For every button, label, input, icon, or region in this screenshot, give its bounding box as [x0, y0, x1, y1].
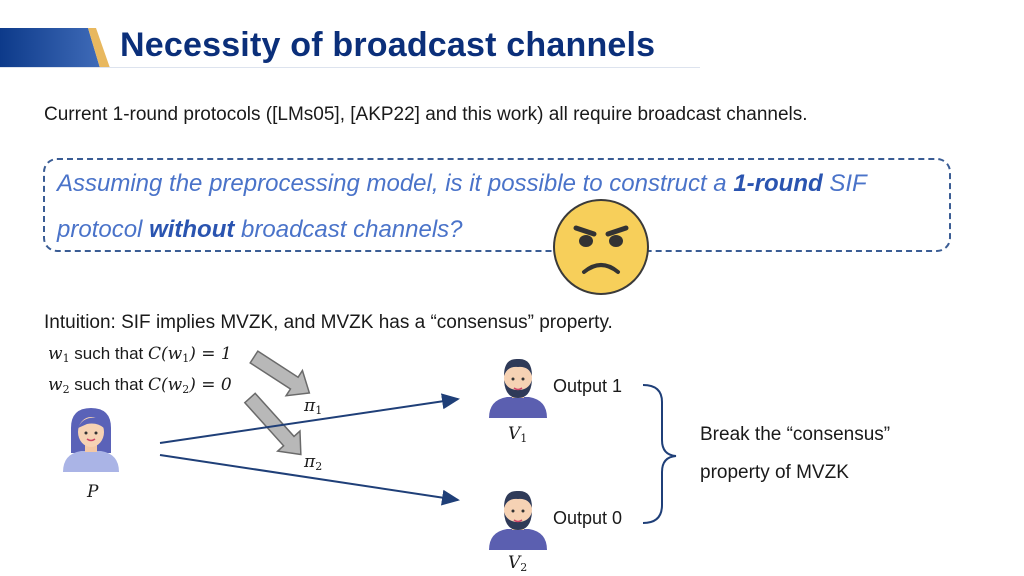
page-title: Necessity of broadcast channels — [120, 26, 656, 64]
protocols-statement: Current 1-round protocols ([LMs05], [AKP… — [44, 104, 808, 125]
conclusion-line-2: property of MVZK — [700, 462, 849, 483]
witness-1-condition: w1 such that C(w1) = 1 — [48, 344, 232, 365]
curly-bracket — [642, 384, 677, 524]
output-1-label: Output 1 — [553, 376, 623, 396]
pi-2-label: π2 — [304, 452, 323, 473]
conclusion-line-1: Break the “consensus” — [700, 424, 891, 445]
witness-2-arrow — [243, 392, 302, 456]
verifier-1-avatar — [489, 358, 547, 418]
verifier-1-label: V1 — [508, 424, 528, 445]
title-divider — [0, 67, 700, 68]
witness-1-arrow — [249, 350, 311, 397]
frowning-face-icon — [553, 199, 649, 295]
intuition-text: Intuition: SIF implies MVZK, and MVZK ha… — [44, 312, 613, 333]
prover-avatar — [63, 408, 119, 472]
verifier-2-avatar — [489, 490, 547, 550]
output-0-label: Output 0 — [553, 508, 623, 528]
prover-label: P — [87, 482, 99, 502]
question-line-1: Assuming the preprocessing model, is it … — [57, 170, 867, 197]
verifier-2-label: V2 — [508, 553, 528, 574]
witness-2-condition: w2 such that C(w2) = 0 — [48, 375, 232, 396]
question-line-2: protocol without broadcast channels? — [57, 216, 463, 243]
title-banner-decoration — [0, 28, 110, 68]
question-box — [43, 158, 951, 252]
proof-2-arrow — [159, 454, 460, 506]
proof-1-arrow — [159, 393, 460, 444]
pi-1-label: π1 — [304, 396, 323, 417]
